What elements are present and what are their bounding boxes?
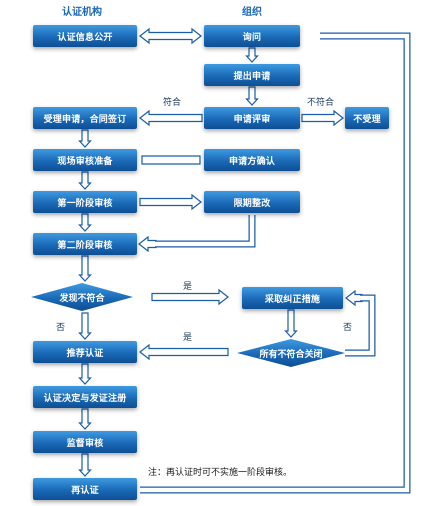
loop-rectify-to-stage2-line bbox=[155, 215, 256, 248]
arrow-confirm-to-prep bbox=[141, 155, 201, 165]
box-submit-application: 提出申请 bbox=[204, 64, 300, 86]
header-certification-body: 认证机构 bbox=[62, 7, 102, 18]
box-accept-application: 受理申请，合同签订 bbox=[33, 107, 137, 129]
label-nonconform: 不符合 bbox=[307, 98, 335, 108]
arrows-layer bbox=[78, 27, 363, 477]
arrow-decision-yes-to-corrective bbox=[151, 288, 229, 306]
arrow-prep-to-stage1 bbox=[78, 171, 92, 190]
box-application-review: 申请评审 bbox=[204, 107, 300, 129]
label-no-2: 否 bbox=[343, 323, 353, 333]
box-info-public: 认证信息公开 bbox=[33, 25, 137, 47]
arrow-recommend-to-decision-box bbox=[78, 363, 92, 385]
arrow-decision-box-to-surveillance bbox=[78, 408, 92, 430]
label-yes-1: 是 bbox=[183, 282, 193, 292]
arrow-info-inquiry bbox=[139, 27, 202, 45]
arrow-stage1-to-stage2 bbox=[78, 213, 92, 232]
loop-closed-no-to-corrective-line-inner bbox=[345, 295, 375, 356]
arrow-rectify-to-stage2 bbox=[138, 235, 157, 253]
label-yes-2: 是 bbox=[183, 333, 193, 343]
arrow-inquiry-to-apply bbox=[245, 47, 259, 63]
box-not-accepted: 不受理 bbox=[345, 107, 389, 129]
box-stage2-audit: 第二阶段审核 bbox=[33, 233, 137, 255]
arrow-accept-to-prep bbox=[78, 129, 92, 148]
box-surveillance-audit: 监督审核 bbox=[33, 431, 137, 453]
arrow-closed-yes-to-recommend bbox=[139, 343, 229, 361]
label-conform: 符合 bbox=[163, 98, 182, 108]
arrow-closed-no-to-corrective bbox=[345, 289, 363, 307]
arrow-stage2-to-decision bbox=[78, 255, 92, 282]
header-organization: 组织 bbox=[242, 7, 262, 18]
box-recertification: 再认证 bbox=[33, 478, 137, 500]
arrow-decision-no-to-recommend bbox=[78, 312, 92, 340]
loop-rectify-to-stage2-line-inner bbox=[155, 215, 255, 247]
box-applicant-confirm: 申请方确认 bbox=[204, 149, 300, 171]
footnote: 注：再认证时可不实施一阶段审核。 bbox=[148, 468, 293, 478]
box-certification-decision: 认证决定与发证注册 bbox=[33, 386, 137, 408]
arrow-review-to-reject bbox=[301, 109, 344, 127]
box-corrective-action: 采取纠正措施 bbox=[242, 287, 343, 309]
diamond-closed-shape bbox=[237, 339, 345, 367]
decision-nonconformity-found: 发现不符合 bbox=[59, 293, 105, 304]
box-recommend-certification: 推荐认证 bbox=[33, 341, 137, 363]
box-rectify-deadline: 限期整改 bbox=[204, 191, 300, 213]
box-audit-preparation: 现场审核准备 bbox=[33, 149, 137, 171]
label-no-1: 否 bbox=[56, 323, 66, 333]
loop-recert-to-inquiry-line-inner bbox=[140, 33, 410, 493]
arrow-review-to-accept bbox=[139, 109, 203, 127]
connector-lines-layer bbox=[140, 32, 411, 494]
arrow-apply-to-review bbox=[245, 86, 259, 106]
arrow-corrective-to-closed bbox=[284, 309, 298, 338]
diamond-nonconform-shape bbox=[31, 283, 133, 311]
decision-all-nonconformity-closed: 所有不符合关闭 bbox=[259, 349, 323, 360]
box-stage1-audit: 第一阶段审核 bbox=[33, 191, 137, 213]
box-inquiry: 询问 bbox=[204, 25, 300, 47]
arrow-stage1-to-rectify bbox=[139, 193, 202, 211]
arrow-surveillance-to-recert bbox=[78, 453, 92, 477]
